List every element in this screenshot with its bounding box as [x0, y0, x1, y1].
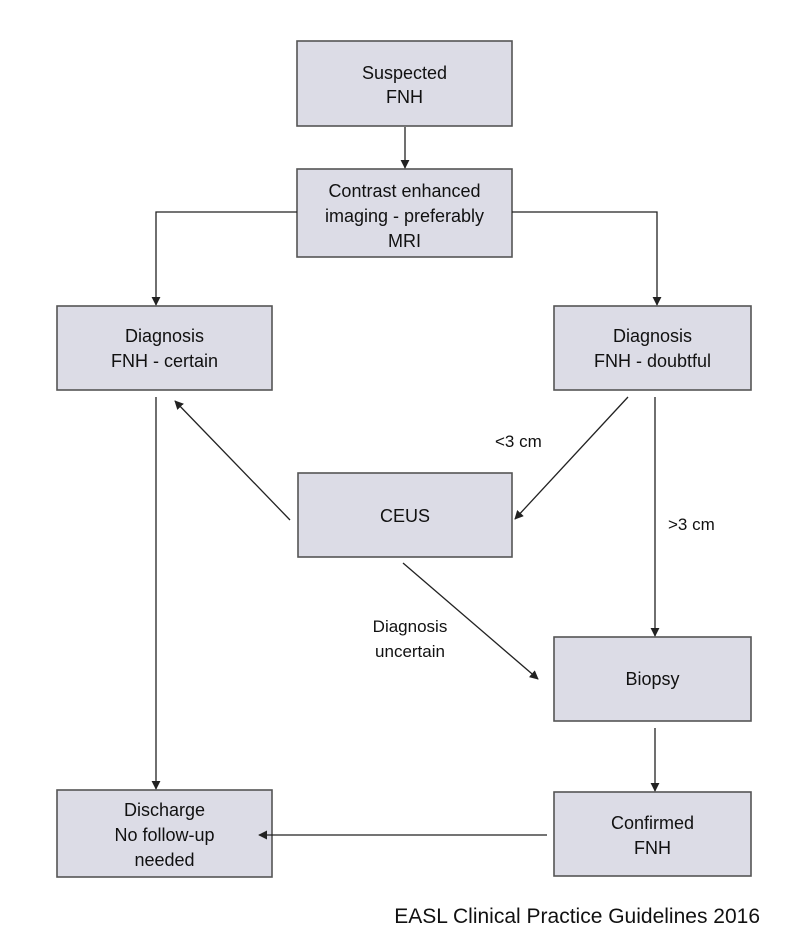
node-confirmed-line-1: Confirmed — [611, 813, 694, 833]
node-ceus-label: CEUS — [380, 506, 430, 526]
node-contrast-imaging: Contrast enhanced imaging - preferably M… — [296, 168, 513, 258]
node-suspected-fnh: Suspected FNH — [296, 40, 513, 127]
node-diagnosis-certain: Diagnosis FNH - certain — [56, 305, 273, 391]
node-suspected-line-2: FNH — [386, 87, 423, 107]
node-suspected-line-1: Suspected — [362, 63, 447, 83]
edge-label-less-than-3cm: <3 cm — [495, 432, 542, 451]
node-discharge: Discharge No follow-up needed — [56, 789, 273, 878]
arrow-imaging-to-certain — [151, 211, 297, 306]
node-imaging-line-2: imaging - preferably — [325, 206, 484, 226]
node-confirmed-line-2: FNH — [634, 838, 671, 858]
arrow-imaging-to-doubtful — [512, 211, 662, 306]
node-diagnosis-doubtful: Diagnosis FNH - doubtful — [553, 305, 752, 391]
node-imaging-line-3: MRI — [388, 231, 421, 251]
edge-label-greater-than-3cm: >3 cm — [668, 515, 715, 534]
node-imaging-line-1: Contrast enhanced — [328, 181, 480, 201]
arrow-ceus-to-biopsy — [402, 562, 539, 680]
node-ceus: CEUS — [297, 472, 513, 558]
node-biopsy-label: Biopsy — [625, 669, 679, 689]
node-confirmed-fnh: Confirmed FNH — [553, 791, 752, 877]
node-discharge-line-3: needed — [134, 850, 194, 870]
arrow-doubtful-to-ceus — [514, 396, 629, 520]
edge-label-diagnosis-uncertain-line-1: Diagnosis — [373, 617, 448, 636]
node-doubtful-line-1: Diagnosis — [613, 326, 692, 346]
node-biopsy: Biopsy — [553, 636, 752, 722]
node-discharge-line-1: Discharge — [124, 800, 205, 820]
node-certain-line-1: Diagnosis — [125, 326, 204, 346]
node-discharge-line-2: No follow-up — [114, 825, 214, 845]
node-doubtful-line-2: FNH - doubtful — [594, 351, 711, 371]
arrow-ceus-to-certain — [174, 400, 291, 521]
source-caption: EASL Clinical Practice Guidelines 2016 — [394, 905, 760, 928]
edge-label-diagnosis-uncertain-line-2: uncertain — [375, 642, 445, 661]
node-certain-line-2: FNH - certain — [111, 351, 218, 371]
